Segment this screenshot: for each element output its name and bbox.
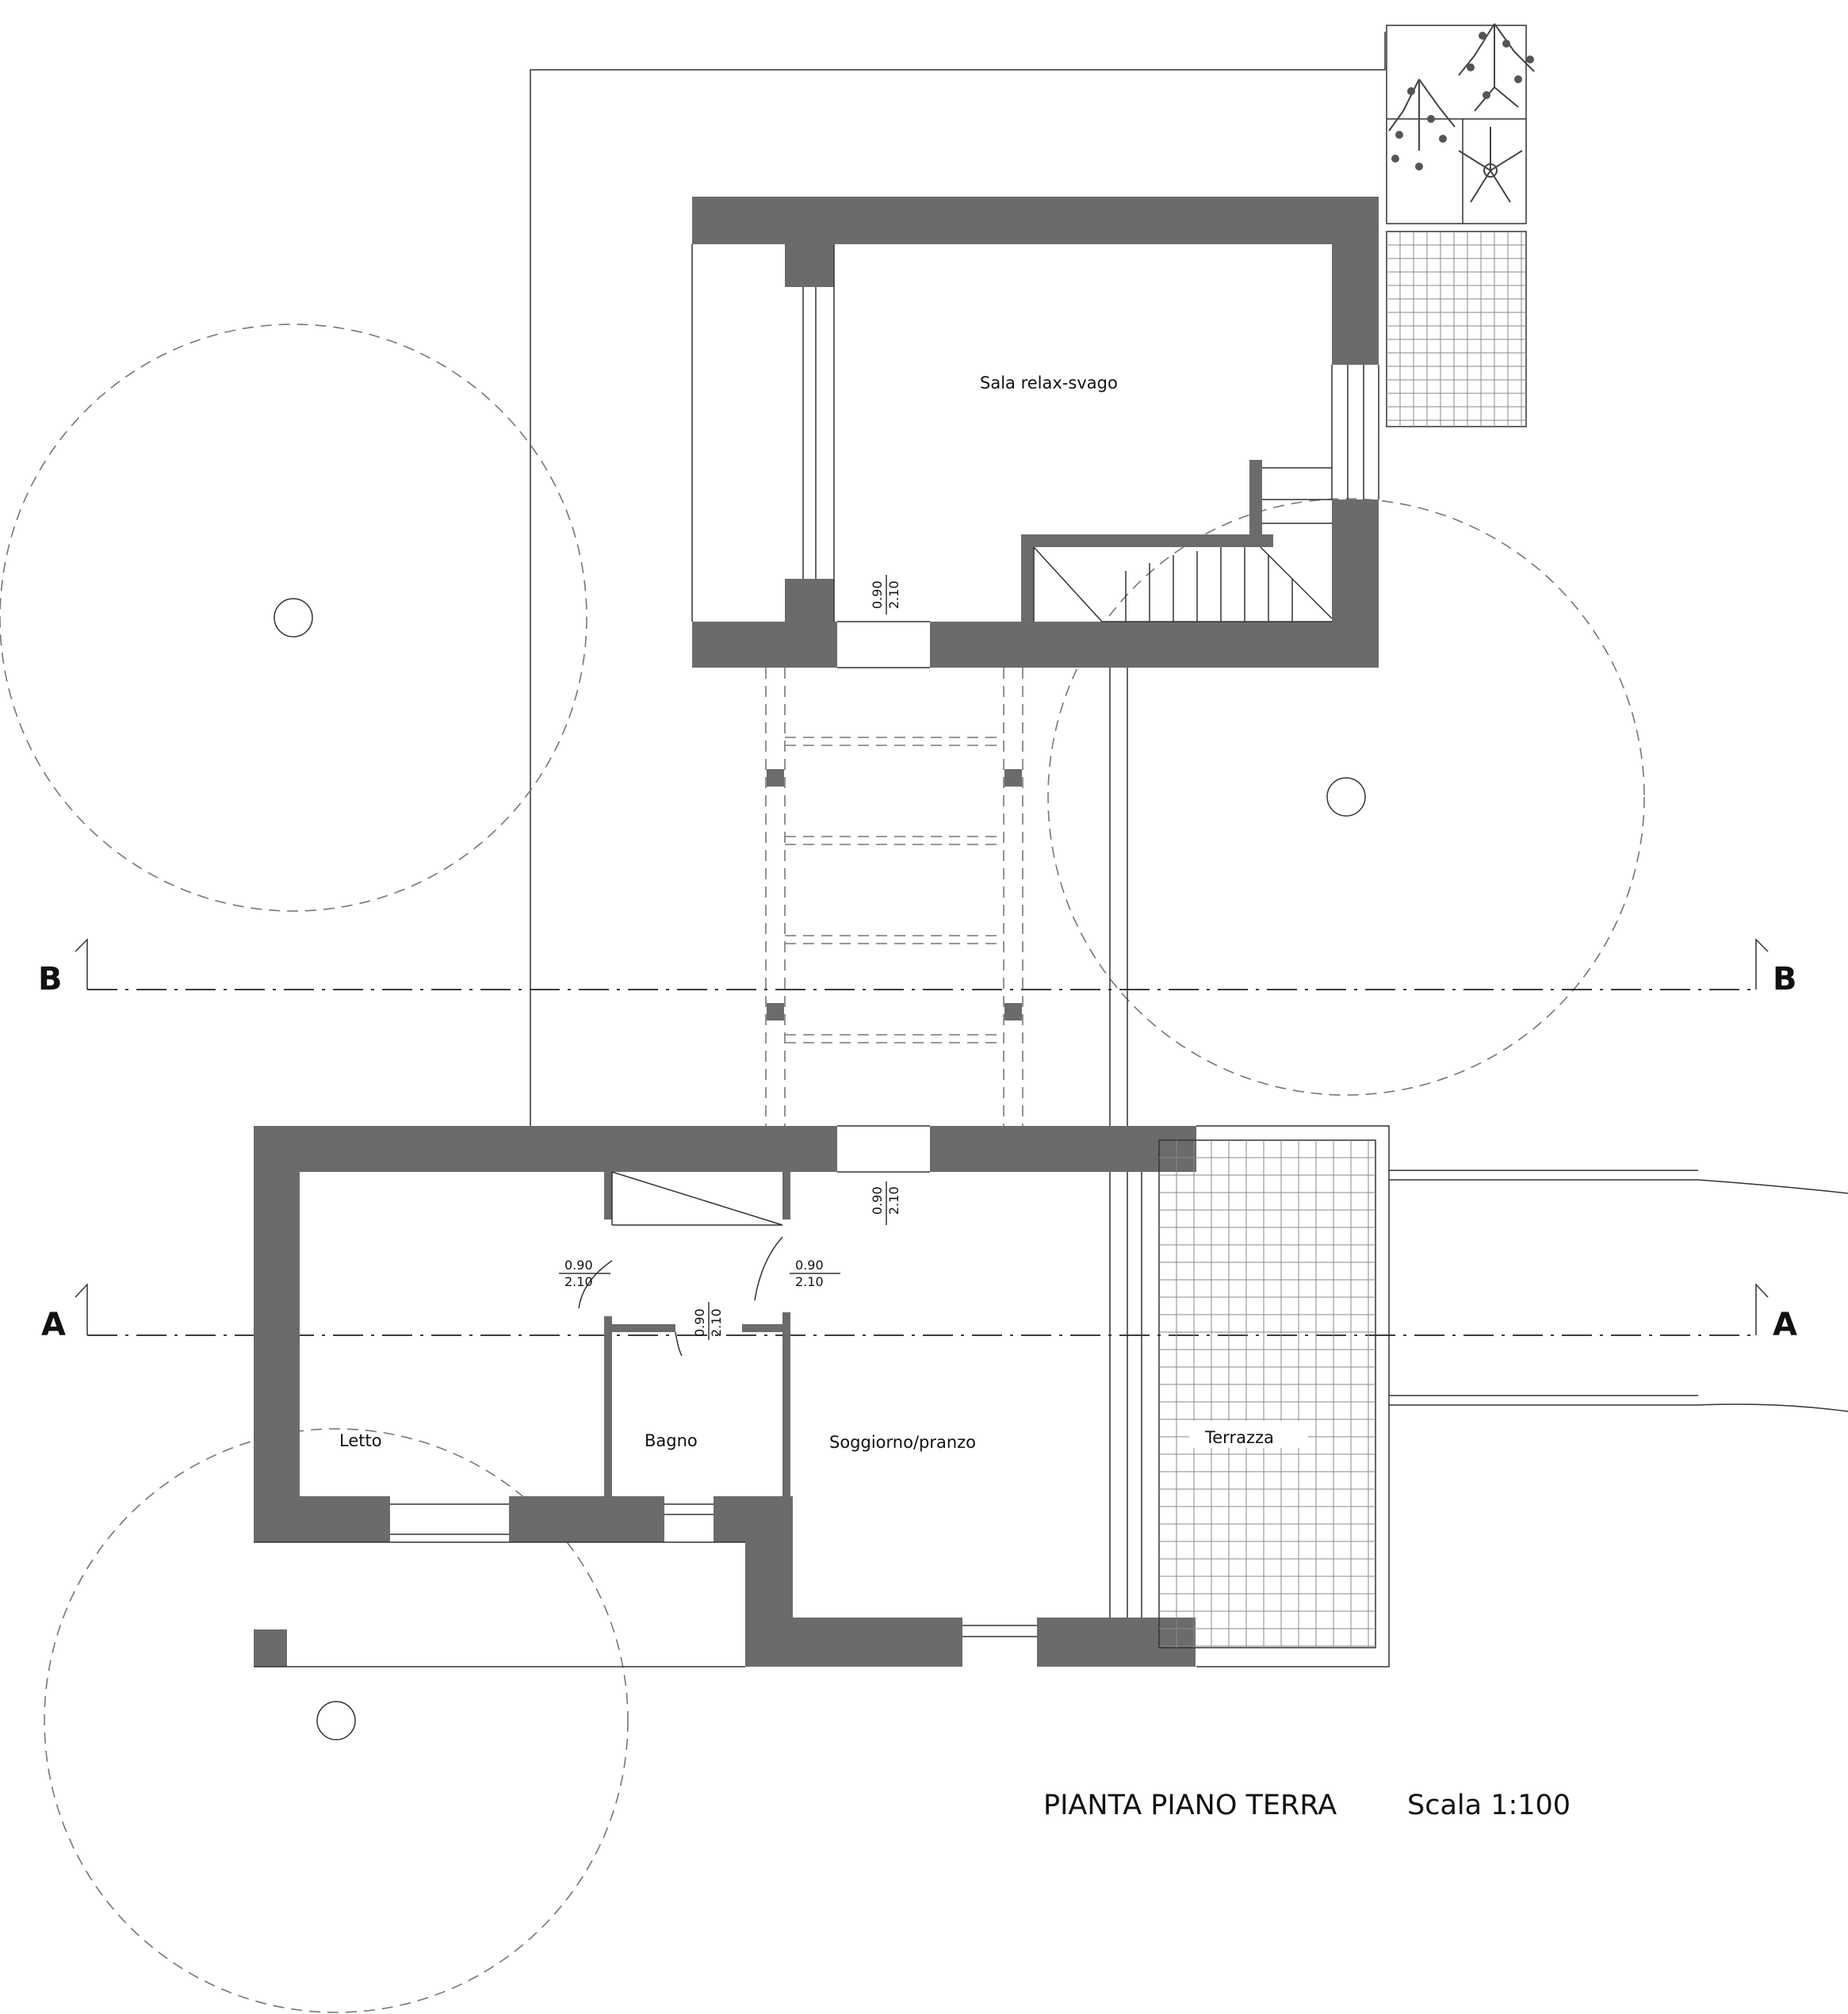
section-b-left: B [38,961,63,997]
upper-glazing [691,244,1379,668]
lower-walls [254,1126,1196,1667]
pathway [1389,1170,1848,1412]
svg-text:2.10: 2.10 [709,1308,724,1337]
planter [1386,23,1535,427]
door-upper: 0.90 2.10 [870,575,901,615]
tree-trunk-e [1326,777,1366,817]
svg-text:0.90: 0.90 [870,580,885,609]
lower-openings [254,1125,1142,1667]
section-a-left: A [41,1307,66,1343]
paving-grid-terrace [1159,1140,1375,1648]
door-entrance: 0.90 2.10 [870,1181,901,1225]
tree-trunk-nw [274,598,313,638]
svg-text:2.10: 2.10 [795,1274,824,1289]
terrace: Terrazza [1158,1125,1390,1667]
door-bagno: 0.90 2.10 [692,1302,724,1340]
drawing-title: PIANTA PIANO TERRA [1043,1790,1337,1821]
lower-building: Letto Bagno Soggiorno/pranzo 0.90 2.10 0… [254,1125,1196,1667]
room-label-soggiorno: Soggiorno/pranzo [829,1433,976,1452]
drawing-scale: Scala 1:100 [1407,1790,1571,1821]
tree-canopy-nw [0,324,587,912]
room-label-sala: Sala relax-svago [980,373,1118,392]
tree-trunk-sw [316,1701,356,1740]
svg-text:2.10: 2.10 [886,580,901,609]
tree-icon [1388,23,1535,151]
section-lines: B B A A [38,938,1797,1343]
pergola [765,668,1128,1126]
site-boundary [530,32,1386,1126]
door-swings [578,1236,783,1357]
upper-walls [692,197,1379,668]
room-label-bagno: Bagno [645,1431,698,1450]
section-b-right: B [1773,961,1797,997]
svg-text:0.90: 0.90 [692,1308,707,1337]
room-label-terrazza: Terrazza [1204,1428,1274,1447]
foliage-dots [1391,32,1534,170]
svg-text:2.10: 2.10 [564,1274,593,1289]
staircase [1033,467,1333,622]
tree-canopies [0,324,1645,2013]
door-soggiorno: 0.90 2.10 [790,1258,840,1289]
door-letto: 0.90 2.10 [559,1258,610,1289]
svg-text:2.10: 2.10 [886,1186,901,1215]
tree-canopy-sw [44,1428,629,2013]
paving-grid-top [1387,232,1526,427]
svg-text:0.90: 0.90 [795,1258,824,1273]
room-label-letto: Letto [339,1431,382,1450]
shrub-icon [1458,127,1523,203]
section-a-right: A [1773,1307,1797,1343]
tree-canopy-e [1047,498,1645,1096]
svg-text:0.90: 0.90 [870,1186,885,1215]
upper-building: Sala relax-svago 0.90 2.10 [691,197,1379,668]
svg-text:0.90: 0.90 [564,1258,593,1273]
